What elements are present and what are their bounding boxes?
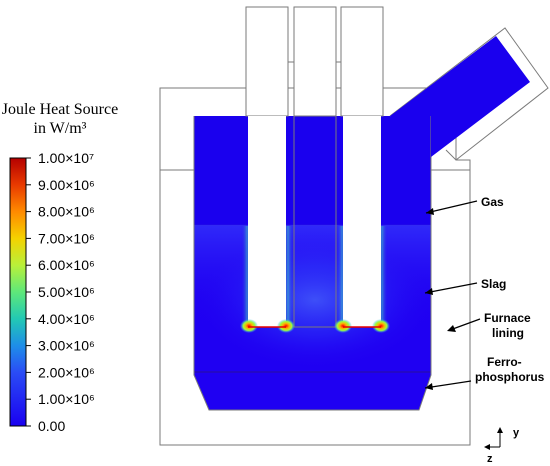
- arrowhead-lining: [447, 325, 456, 332]
- electrode-left: [248, 116, 286, 327]
- legend-tick-label: 4.00×10⁶: [38, 311, 95, 327]
- hot-spot-left-b: [277, 319, 295, 333]
- legend-ticks: 1.00×10⁷ 9.00×10⁶ 8.00×10⁶ 7.00×10⁶ 6.00×10⁶…: [26, 150, 95, 434]
- hot-spot-right-a: [334, 319, 352, 333]
- axis-y-arrow: [497, 427, 503, 433]
- label-slag: Slag: [481, 277, 506, 291]
- gas-outlet-duct: [389, 27, 549, 161]
- legend-tick-label: 9.00×10⁶: [38, 177, 95, 193]
- electrode-right: [343, 116, 381, 327]
- label-ferro-1: Ferro-: [487, 355, 522, 369]
- legend-color-bar: [9, 157, 27, 427]
- legend-title-line1: Joule Heat Source: [2, 101, 118, 118]
- legend-tick-label: 2.00×10⁶: [38, 364, 95, 380]
- annotations: Gas Slag Furnace lining Ferro- phosphoru…: [424, 195, 545, 390]
- arrowhead-slag: [425, 288, 433, 295]
- legend-tick-label: 1.00×10⁷: [38, 150, 94, 166]
- legend-tick-label: 1.00×10⁶: [38, 391, 95, 407]
- label-gas: Gas: [481, 195, 504, 209]
- legend-tick-label: 6.00×10⁶: [38, 257, 95, 273]
- legend-tick-label: 0.00: [38, 418, 65, 434]
- label-furnace-lining-2: lining: [492, 326, 524, 340]
- axis-y-label: y: [513, 427, 520, 439]
- axis-z-label: z: [487, 453, 493, 465]
- inner-wall-outline: [193, 116, 432, 411]
- field-region: [193, 116, 435, 411]
- arrow-slag: [424, 282, 478, 294]
- electrode-middle-fill: [293, 6, 337, 117]
- label-ferro-2: phosphorus: [475, 370, 545, 384]
- axis-z-arrow: [484, 444, 490, 450]
- legend-tick-label: 5.00×10⁶: [38, 284, 95, 300]
- field-halo: [195, 230, 435, 370]
- hot-spot-right-b: [372, 319, 390, 333]
- duct-outline: [389, 27, 549, 161]
- arrow-gas: [425, 200, 478, 214]
- gas-zone: [194, 116, 431, 226]
- duct-fill: [390, 36, 530, 157]
- legend-title-line2: in W/m³: [34, 120, 87, 137]
- arrowhead-gas: [426, 208, 434, 215]
- arrowhead-ferro: [425, 383, 433, 390]
- legend-tick-label: 3.00×10⁶: [38, 338, 95, 354]
- color-legend: Joule Heat Source in W/m³ 1.00×10⁷ 9.00×1…: [2, 101, 118, 434]
- electrode-right-top: [340, 6, 384, 117]
- electrodes: [240, 6, 390, 333]
- axis-triad: y z: [484, 427, 520, 465]
- legend-tick-label: 7.00×10⁶: [38, 230, 95, 246]
- hot-spot-left-a: [240, 319, 258, 333]
- label-furnace-lining-1: Furnace: [484, 311, 531, 325]
- legend-tick-label: 8.00×10⁶: [38, 204, 95, 220]
- electrode-left-top: [245, 6, 289, 117]
- arrow-lining: [449, 318, 481, 331]
- arrow-ferro: [424, 380, 472, 389]
